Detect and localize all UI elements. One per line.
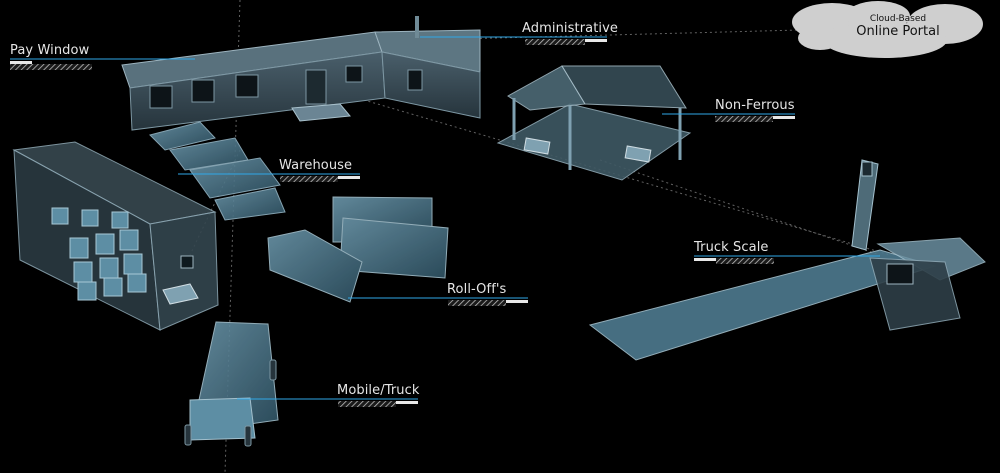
label-non-ferrous: Non-Ferrous (715, 98, 795, 113)
cloud-portal-label: Cloud-Based Online Portal (838, 14, 958, 40)
label-roll-offs: Roll-Off's (447, 282, 507, 297)
truck-scale (588, 159, 986, 361)
warehouse-building (12, 141, 219, 331)
ramps (149, 121, 286, 221)
label-warehouse: Warehouse (279, 158, 353, 173)
non-ferrous-canopy (496, 65, 692, 181)
label-underlines (10, 39, 795, 407)
pay-window-building (121, 16, 481, 131)
label-administrative: Administrative (522, 21, 619, 36)
label-truck-scale: Truck Scale (694, 240, 769, 255)
cloud-line-2: Online Portal (856, 24, 940, 39)
cloud-icon (792, 1, 983, 58)
roll-off-containers (267, 196, 449, 303)
mobile-truck (184, 321, 279, 447)
leader-lines (10, 36, 880, 400)
label-pay-window: Pay Window (10, 43, 90, 58)
cloud-line-1: Cloud-Based (869, 14, 927, 24)
label-mobile-truck: Mobile/Truck (337, 383, 420, 398)
